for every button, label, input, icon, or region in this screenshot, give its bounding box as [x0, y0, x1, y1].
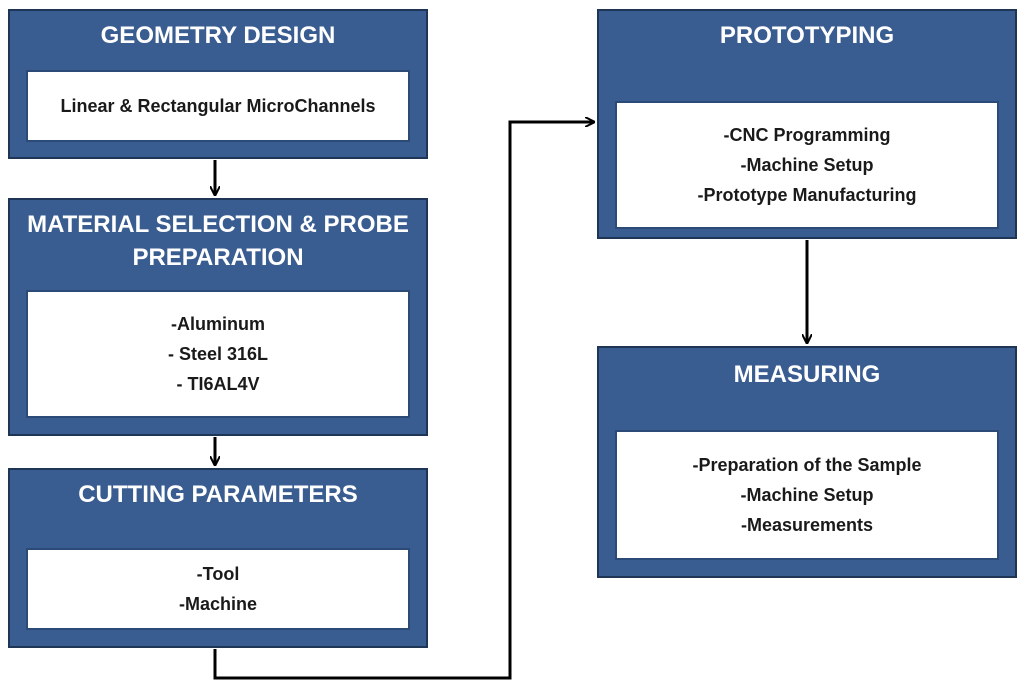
stage-geometry-design-body: Linear & Rectangular MicroChannels — [26, 70, 410, 142]
cutting-item-tool: -Tool — [196, 564, 240, 584]
prototyping-item-setup: -Machine Setup — [740, 155, 874, 175]
cutting-item-machine: -Machine — [178, 594, 257, 614]
measuring-item-measurements: -Measurements — [740, 515, 874, 535]
material-item-steel: - Steel 316L — [167, 344, 269, 364]
stage-material-selection-title-line2: PREPARATION — [132, 244, 304, 271]
prototyping-item-cnc: -CNC Programming — [723, 125, 891, 145]
stage-geometry-design: GEOMETRY DESIGN Linear & Rectangular Mic… — [8, 9, 428, 159]
prototyping-item-manufacturing: -Prototype Manufacturing — [697, 185, 917, 205]
measuring-item-sample: -Preparation of the Sample — [692, 455, 922, 475]
stage-prototyping-title: PROTOTYPING — [719, 22, 895, 49]
stage-cutting-parameters: CUTTING PARAMETERS -Tool -Machine — [8, 468, 428, 648]
material-item-aluminum: -Aluminum — [171, 314, 265, 334]
stage-material-selection: MATERIAL SELECTION & PROBE PREPARATION -… — [8, 198, 428, 436]
stage-prototyping-body: -CNC Programming -Machine Setup -Prototy… — [615, 101, 999, 229]
stage-cutting-parameters-title: CUTTING PARAMETERS — [78, 481, 358, 508]
stage-prototyping: PROTOTYPING -CNC Programming -Machine Se… — [597, 9, 1017, 239]
geometry-item: Linear & Rectangular MicroChannels — [60, 96, 376, 116]
arrow-cutting-to-prototyping — [213, 122, 593, 680]
material-item-titanium: - TI6AL4V — [176, 374, 260, 394]
stage-measuring: MEASURING -Preparation of the Sample -Ma… — [597, 346, 1017, 578]
stage-material-selection-title-line1: MATERIAL SELECTION & PROBE — [27, 211, 409, 238]
stage-cutting-parameters-body: -Tool -Machine — [26, 548, 410, 630]
measuring-item-setup: -Machine Setup — [740, 485, 874, 505]
stage-measuring-body: -Preparation of the Sample -Machine Setu… — [615, 430, 999, 560]
stage-material-selection-body: -Aluminum - Steel 316L - TI6AL4V — [26, 290, 410, 418]
stage-geometry-design-title: GEOMETRY DESIGN — [100, 22, 336, 49]
stage-measuring-title: MEASURING — [733, 361, 881, 388]
